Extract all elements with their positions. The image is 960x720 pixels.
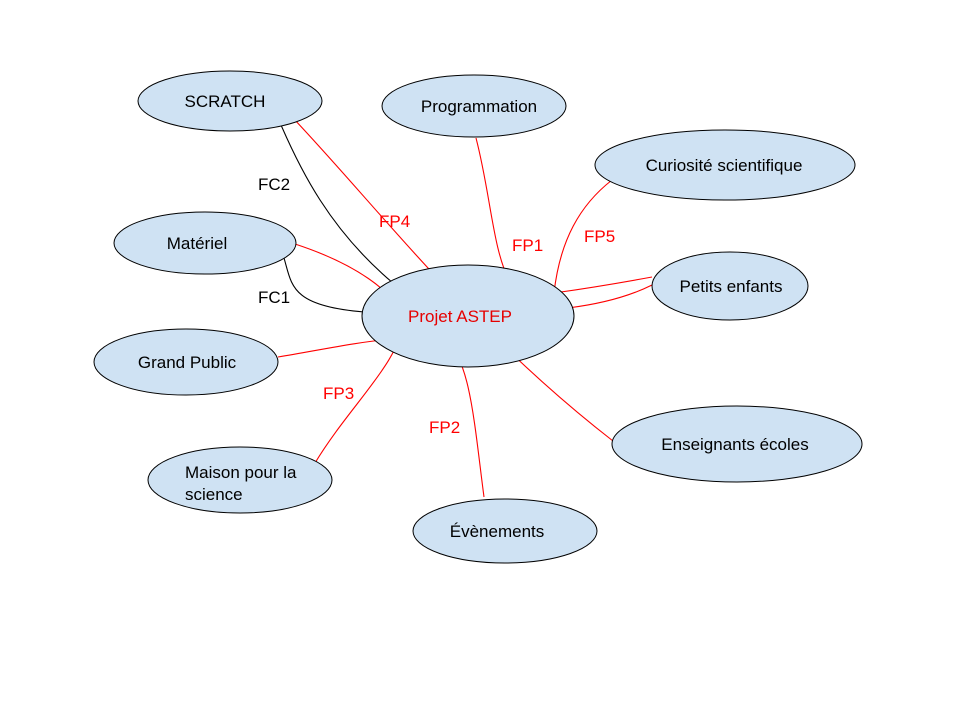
node-materiel-label: Matériel bbox=[167, 234, 227, 253]
node-center[interactable]: Projet ASTEP bbox=[361, 264, 575, 368]
node-grand-public[interactable]: Grand Public bbox=[93, 328, 279, 396]
connection-fc2 bbox=[277, 117, 394, 284]
label-fp3: FP3 bbox=[323, 384, 354, 403]
node-scratch-label: SCRATCH bbox=[185, 92, 266, 111]
node-center-label: Projet ASTEP bbox=[408, 307, 512, 326]
node-maison-label-line2: science bbox=[185, 485, 243, 504]
node-petits-enfants[interactable]: Petits enfants bbox=[651, 251, 809, 321]
node-programmation-label: Programmation bbox=[421, 97, 537, 116]
label-fp5: FP5 bbox=[584, 227, 615, 246]
node-maison-label-line1: Maison pour la bbox=[185, 463, 297, 482]
label-fc2: FC2 bbox=[258, 175, 290, 194]
node-scratch[interactable]: SCRATCH bbox=[137, 70, 323, 132]
node-evenements-label: Évènements bbox=[450, 522, 545, 541]
node-grand-public-label: Grand Public bbox=[138, 353, 237, 372]
node-programmation[interactable]: Programmation bbox=[381, 74, 567, 138]
node-enseignants[interactable]: Enseignants écoles bbox=[611, 405, 863, 483]
node-maison[interactable]: Maison pour la science bbox=[147, 446, 333, 514]
node-curiosite[interactable]: Curiosité scientifique bbox=[594, 129, 856, 201]
nodes: SCRATCH Programmation Curiosité scientif… bbox=[93, 70, 863, 564]
label-fp1: FP1 bbox=[512, 236, 543, 255]
label-fp2: FP2 bbox=[429, 418, 460, 437]
label-fc1: FC1 bbox=[258, 288, 290, 307]
connection-labels: FC2 FC1 FP4 FP1 FP5 FP3 FP2 bbox=[258, 175, 615, 437]
label-fp4: FP4 bbox=[379, 212, 410, 231]
node-curiosite-label: Curiosité scientifique bbox=[646, 156, 803, 175]
connection-fc1 bbox=[283, 257, 365, 313]
node-enseignants-label: Enseignants écoles bbox=[661, 435, 808, 454]
node-evenements[interactable]: Évènements bbox=[412, 498, 598, 564]
node-petits-enfants-label: Petits enfants bbox=[679, 277, 782, 296]
node-materiel[interactable]: Matériel bbox=[113, 211, 297, 275]
